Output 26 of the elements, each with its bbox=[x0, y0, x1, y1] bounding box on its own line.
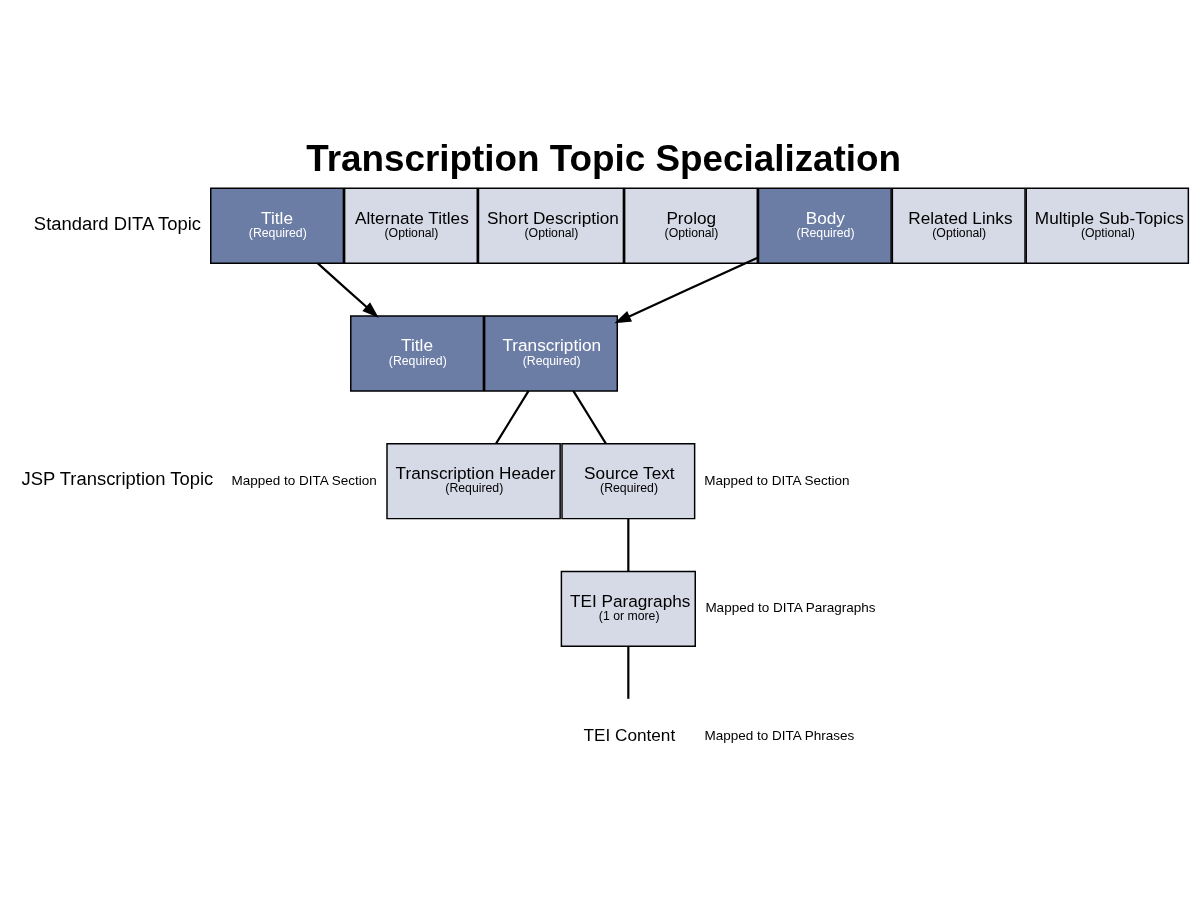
diagram-title: Transcription Topic Specialization bbox=[306, 137, 902, 179]
node-box: Transcription (Required) bbox=[483, 314, 618, 392]
node-label: Mapped to DITA Section bbox=[231, 472, 377, 488]
arrow bbox=[316, 261, 379, 318]
node-box: Related Links (Optional) bbox=[891, 187, 1026, 264]
node-box: Short Description (Optional) bbox=[477, 187, 625, 264]
node-label: Mapped to DITA Paragraphs bbox=[705, 599, 876, 615]
node-box: Title (Required) bbox=[210, 187, 345, 264]
node-box: Source Text (Required) bbox=[561, 442, 696, 519]
connector bbox=[495, 389, 530, 444]
connector bbox=[627, 518, 630, 571]
node-text: TEI Content bbox=[583, 724, 676, 745]
label: JSP Transcription Topic bbox=[21, 467, 214, 489]
connector bbox=[572, 389, 607, 444]
node-box: Title (Required) bbox=[350, 314, 485, 392]
node-box: Body (Required) bbox=[757, 187, 892, 264]
node-box: Alternate Titles (Optional) bbox=[343, 187, 478, 264]
connector bbox=[627, 645, 630, 699]
node-box: Transcription Header (Required) bbox=[386, 442, 561, 519]
node-label: Mapped to DITA Section bbox=[704, 472, 850, 488]
node-box: TEI Paragraphs (1 or more) bbox=[560, 570, 696, 647]
node-box: Prolog (Optional) bbox=[623, 187, 758, 264]
label: Standard DITA Topic bbox=[33, 212, 201, 234]
node-label: Mapped to DITA Phrases bbox=[704, 727, 855, 743]
node-box: Multiple Sub-Topics (Optional) bbox=[1025, 187, 1190, 264]
arrow bbox=[614, 255, 759, 323]
